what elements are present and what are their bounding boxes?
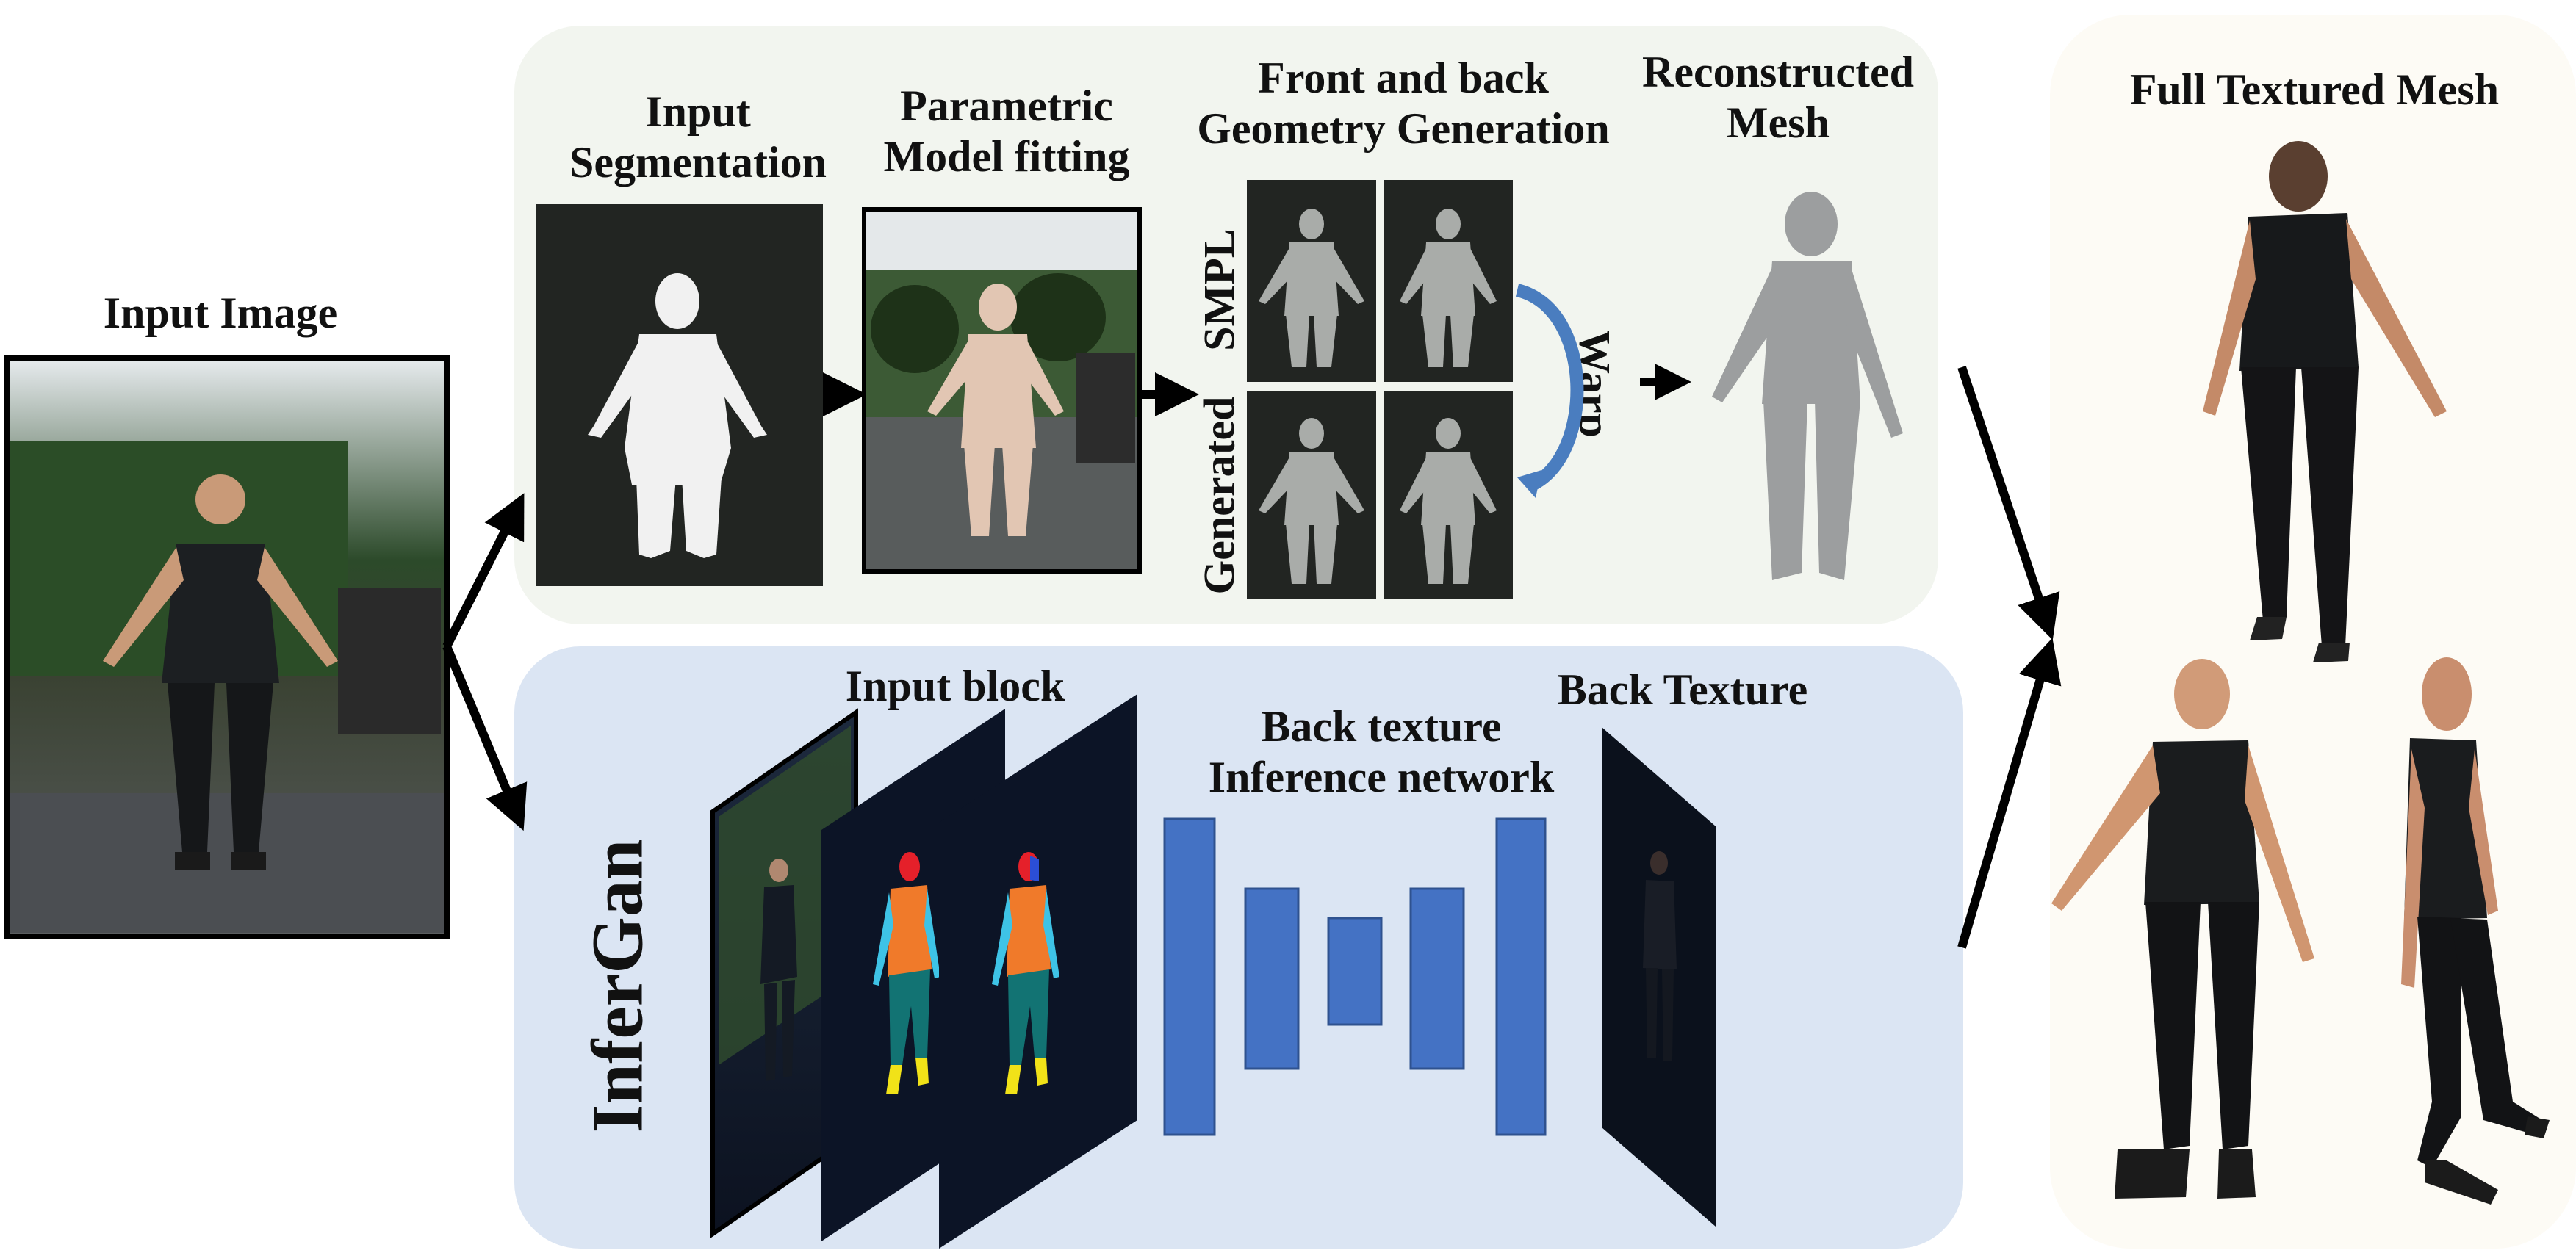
back-texture-title: Back Texture bbox=[1557, 665, 1808, 714]
input-block-slab-photo bbox=[710, 708, 858, 1238]
input-block-title: Input block bbox=[845, 662, 1065, 710]
parametric-model-title: Parametric Model fitting bbox=[852, 81, 1161, 182]
front-back-geometry-title: Front and back Geometry Generation bbox=[1161, 53, 1646, 154]
unet-encoder-2 bbox=[1244, 887, 1300, 1070]
reconstructed-mesh bbox=[1712, 192, 1903, 580]
input-image-title: Input Image bbox=[103, 289, 338, 337]
unet-decoder-2 bbox=[1495, 817, 1547, 1136]
front-back-line1: Front and back bbox=[1258, 54, 1549, 102]
unet-decoder-1 bbox=[1409, 887, 1465, 1070]
input-segmentation-title: Input Segmentation bbox=[544, 87, 852, 188]
back-texture-network-line2: Inference network bbox=[1208, 753, 1555, 801]
textured-mesh-front-view bbox=[2051, 659, 2314, 1199]
front-back-line2: Geometry Generation bbox=[1197, 104, 1610, 153]
input-segmentation-line2: Segmentation bbox=[569, 138, 827, 187]
unet-bottleneck bbox=[1327, 917, 1383, 1026]
warp-arrow bbox=[1515, 284, 1584, 498]
unet-blocks bbox=[1163, 817, 1547, 1136]
parametric-model-line1: Parametric bbox=[900, 82, 1113, 130]
input-block-slab-parsing-2 bbox=[939, 694, 1137, 1249]
segmentation-mask bbox=[536, 204, 823, 586]
parametric-model-line2: Model fitting bbox=[883, 132, 1130, 181]
input-photo bbox=[4, 355, 450, 939]
arrow-geometry-to-output bbox=[1957, 366, 2060, 640]
geometry-grid bbox=[1247, 180, 1513, 599]
reconstructed-mesh-title: Reconstructed Mesh bbox=[1616, 47, 1940, 148]
arrow-texture-to-output bbox=[1957, 638, 2062, 949]
model-fitting-photo bbox=[862, 207, 1142, 574]
back-texture-slab bbox=[1602, 727, 1716, 1227]
textured-mesh-side-view bbox=[2401, 657, 2550, 1205]
input-segmentation-line1: Input bbox=[645, 87, 751, 136]
arrow-to-texture bbox=[442, 644, 528, 831]
back-texture-network-line1: Back texture bbox=[1261, 702, 1502, 751]
back-texture-network-title: Back texture Inference network bbox=[1176, 701, 1587, 803]
full-textured-mesh-title: Full Textured Mesh bbox=[2129, 65, 2500, 114]
arrow-to-geometry bbox=[442, 493, 525, 649]
unet-encoder-1 bbox=[1163, 817, 1216, 1136]
reconstructed-line1: Reconstructed bbox=[1642, 48, 1914, 96]
reconstructed-line2: Mesh bbox=[1727, 98, 1830, 147]
textured-mesh-back-view bbox=[2203, 141, 2447, 662]
